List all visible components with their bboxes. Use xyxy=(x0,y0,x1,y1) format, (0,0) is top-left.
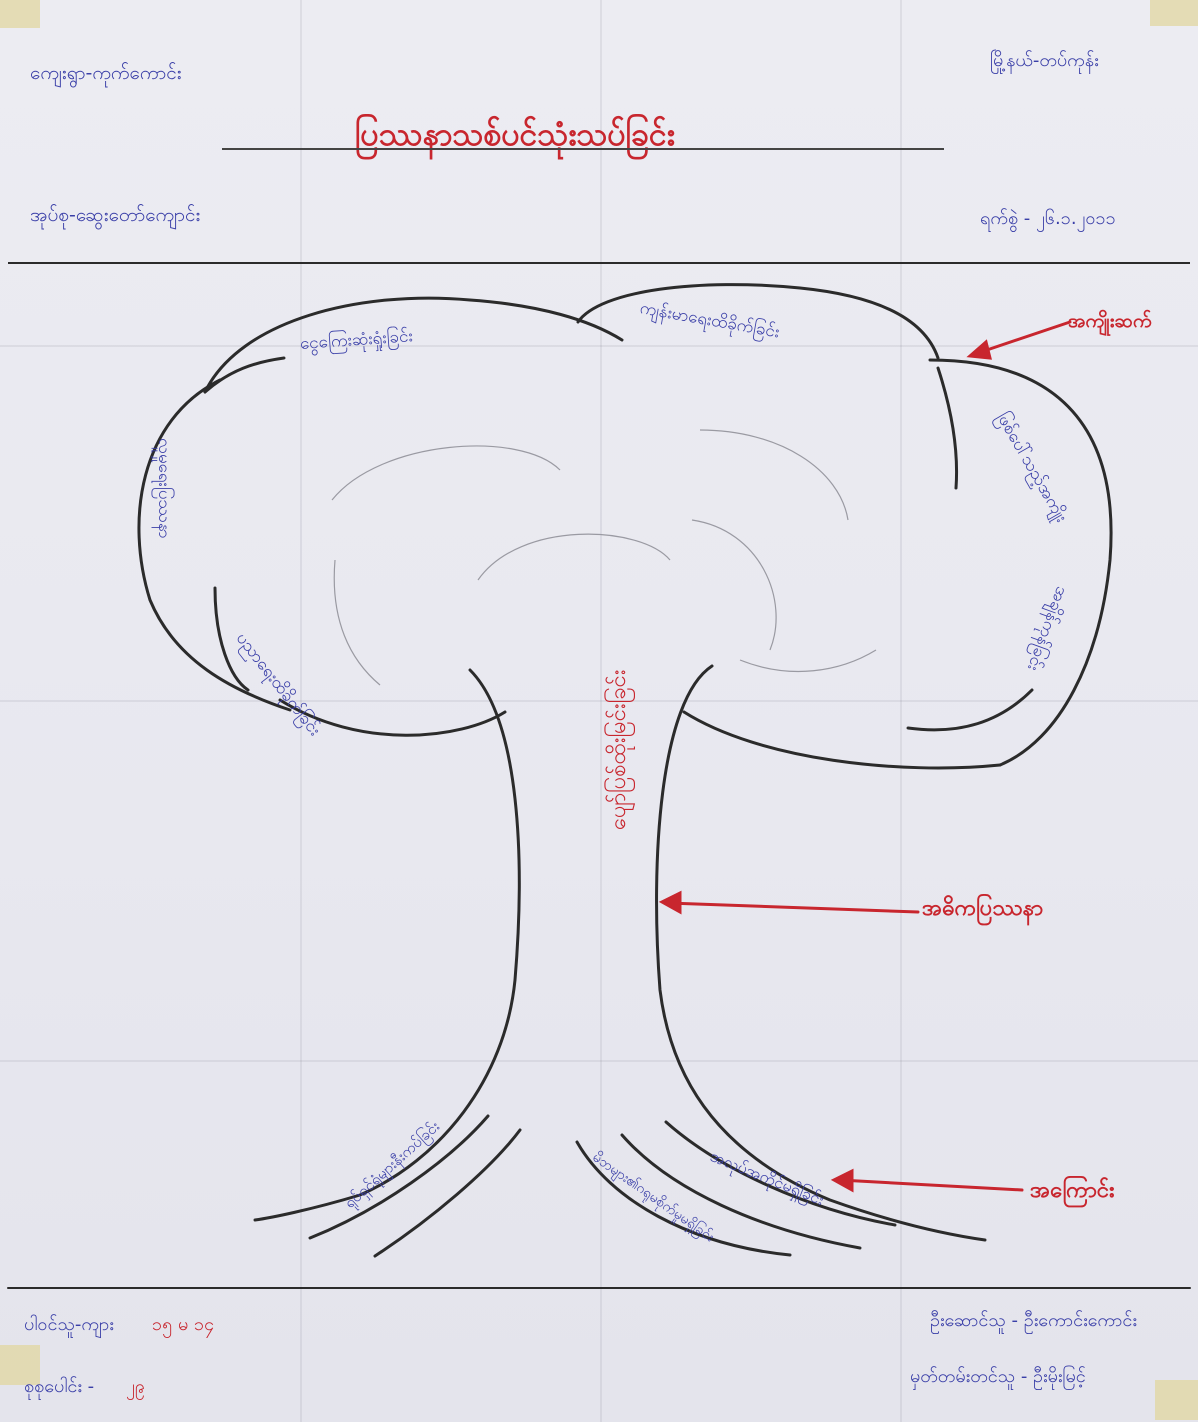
canopy-outline xyxy=(928,358,1113,767)
core-problem-text: ပျော်ပြစ်ထိုးမြင်းခြင်း xyxy=(606,669,631,830)
root-line xyxy=(620,1133,862,1250)
header-divider xyxy=(8,262,1190,264)
arrow-head xyxy=(966,339,992,360)
fold-line xyxy=(900,0,902,1422)
township-label: မြို့နယ်-တပ်ကုန်း xyxy=(990,50,1099,71)
canopy-outline xyxy=(203,356,286,394)
canopy-outline xyxy=(906,688,1034,732)
effect-label: လူမှုရေးပြဿနာ xyxy=(154,438,174,539)
canopy-outline xyxy=(203,296,624,394)
canopy-outline xyxy=(278,698,507,737)
participants-label: ပါဝင်သူ-ကျား xyxy=(24,1314,114,1335)
arrow-head xyxy=(830,1168,854,1193)
trunk-outline xyxy=(253,668,521,1222)
pencil-sketch xyxy=(699,429,849,521)
recorder-label: မှတ်တမ်းတင်သူ - ဦးမိုးမြင့် xyxy=(910,1366,1086,1387)
pencil-sketch xyxy=(691,519,777,651)
facilitator-label: ဦးဆောင်သူ - ဦးကောင်းကောင်း xyxy=(930,1310,1137,1331)
tape xyxy=(0,1345,40,1385)
root-line xyxy=(664,1120,897,1227)
trunk-outline xyxy=(655,664,987,1242)
pencil-sketch xyxy=(477,533,671,581)
cause-side-label: အကြောင်း xyxy=(1030,1178,1115,1203)
arrow-head xyxy=(658,890,682,915)
title-underline xyxy=(222,148,944,150)
village-label: ကျေးရွာ-ကုက်ကောင်း xyxy=(30,62,182,84)
participants-value: ၁၅ မ ၁၄ xyxy=(152,1314,215,1335)
fold-line xyxy=(0,1060,1198,1062)
root-line xyxy=(575,1140,792,1257)
total-value: ၂၉ xyxy=(126,1376,145,1397)
total-label: စုစုပေါင်း - xyxy=(24,1376,95,1397)
canopy-outline xyxy=(936,366,959,490)
root-line xyxy=(308,1114,490,1240)
result-label: အကျိုးဆက် xyxy=(1068,310,1152,332)
canopy-outline xyxy=(576,283,940,360)
date-label: ရက်စွဲ - ၂၆.၁.၂၀၁၁ xyxy=(980,208,1116,229)
pencil-sketch xyxy=(333,559,381,686)
fold-line xyxy=(0,700,1198,702)
canopy-outline xyxy=(137,378,292,712)
tape xyxy=(0,0,40,28)
chart-title: ပြဿနာသစ်ပင်သုံးသပ်ခြင်း xyxy=(355,115,675,153)
arrow-core xyxy=(666,901,920,914)
arrow-result xyxy=(973,320,1072,356)
group-label: အုပ်စု-ဆွေးတော်ကျောင်း xyxy=(30,204,201,226)
pencil-sketch xyxy=(739,649,877,673)
root-line xyxy=(373,1128,522,1258)
canopy-outline xyxy=(213,586,250,692)
fold-line xyxy=(0,345,1198,347)
core-problem-label: အဓိကပြဿနာ xyxy=(922,896,1044,921)
pencil-sketch xyxy=(331,445,561,501)
tape xyxy=(1150,0,1198,26)
tape xyxy=(1155,1380,1198,1420)
fold-line xyxy=(600,0,602,1422)
canopy-outline xyxy=(682,710,1002,770)
arrow-cause xyxy=(838,1178,1024,1192)
